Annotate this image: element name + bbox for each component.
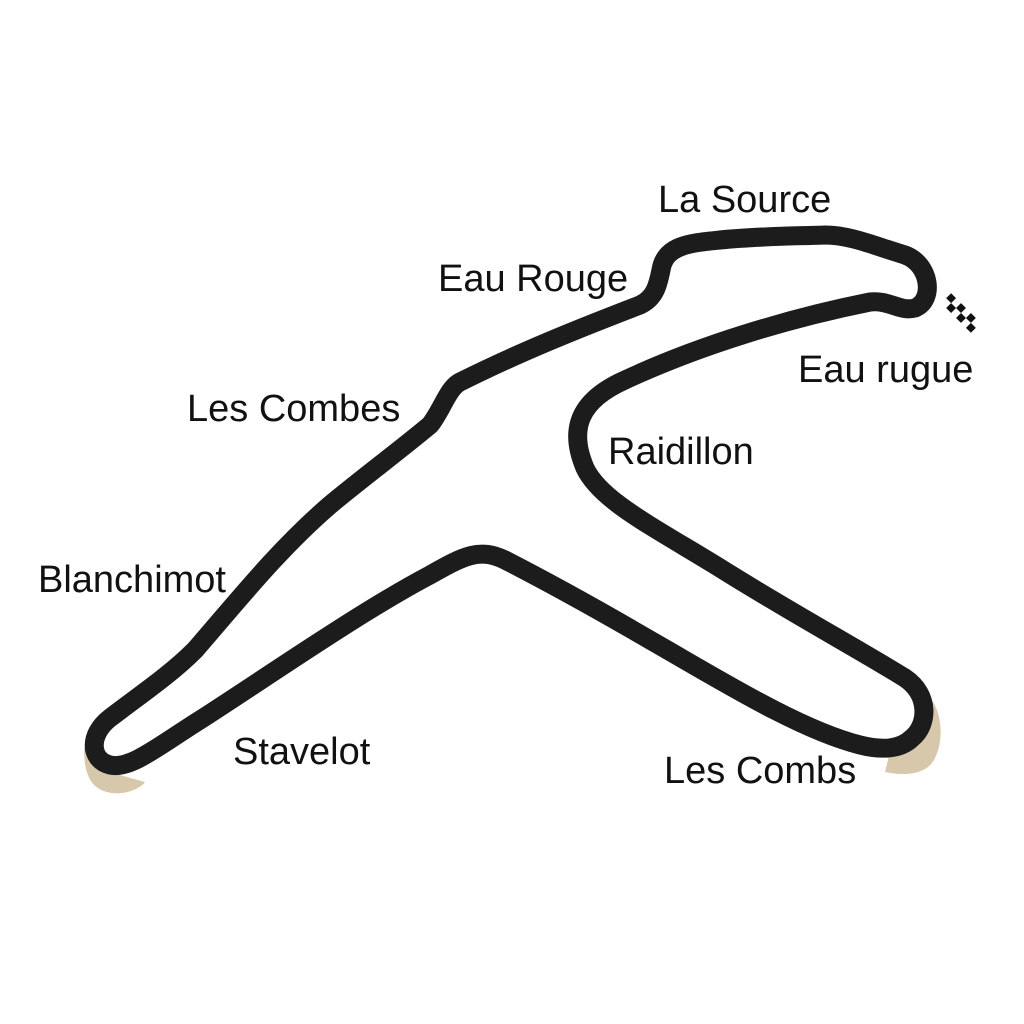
circuit-track xyxy=(84,225,937,776)
checkered-flag-icon xyxy=(946,293,976,333)
label-la-source: La Source xyxy=(658,179,831,221)
label-stavelot: Stavelot xyxy=(233,731,371,773)
label-blanchimot: Blanchimot xyxy=(38,559,226,601)
label-les-combes: Les Combes xyxy=(187,388,400,430)
label-raidillon: Raidillon xyxy=(608,431,754,473)
label-les-combs: Les Combs xyxy=(664,750,856,792)
label-eau-rugue: Eau rugue xyxy=(798,349,973,391)
runoff-left-hairpin xyxy=(84,745,145,794)
label-eau-rouge: Eau Rouge xyxy=(438,258,628,300)
